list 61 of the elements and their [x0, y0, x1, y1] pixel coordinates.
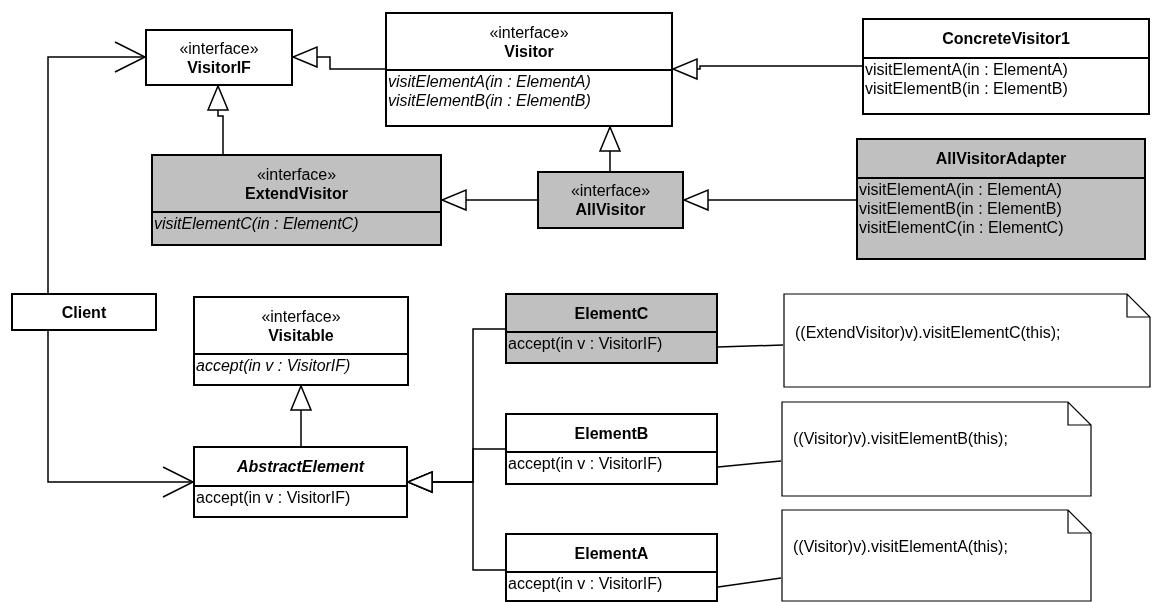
arrow	[599, 126, 621, 172]
class-name: AbstractElement	[236, 457, 365, 476]
note-connector	[717, 344, 784, 348]
arrow	[207, 85, 229, 155]
class-box	[193, 446, 408, 518]
stereotype-label: «interface»	[261, 306, 341, 326]
note-connector	[717, 577, 782, 588]
note-connector	[717, 460, 782, 468]
stereotype-label: «interface»	[489, 22, 569, 42]
method-signature: accept(in v : VisitorIF)	[508, 334, 664, 353]
class-box	[505, 293, 718, 364]
class-name: ElementA	[574, 543, 649, 563]
stereotype-label: «interface»	[570, 181, 651, 200]
note-box	[781, 401, 1092, 497]
method-signature: visitElementB(in : ElementB)	[859, 199, 1063, 218]
arrow	[441, 189, 538, 211]
class-box	[856, 138, 1146, 260]
class-box	[145, 29, 293, 86]
arrow	[292, 46, 386, 70]
arrow	[47, 41, 146, 294]
class-box	[505, 413, 718, 485]
class-name: Client	[61, 302, 107, 322]
method-signature: accept(in v : VisitorIF)	[508, 454, 664, 473]
method-signature: visitElementA(in : ElementA)	[865, 60, 1069, 79]
class-name: AllVisitor	[575, 200, 646, 219]
class-box	[537, 171, 684, 229]
note-box	[783, 293, 1151, 388]
note-text: ((Visitor)v).visitElementB(this);	[793, 429, 1008, 448]
note-text: ((ExtendVisitor)v).visitElementC(this);	[795, 323, 1061, 342]
method-signature: accept(in v : VisitorIF)	[196, 488, 352, 507]
method-signature: visitElementA(in : ElementA)	[388, 72, 592, 91]
class-box	[385, 12, 673, 127]
method-signature: visitElementC(in : ElementC)	[154, 214, 360, 233]
arrow	[683, 189, 857, 211]
class-name: VisitorIF	[187, 57, 251, 77]
stereotype-label: «interface»	[179, 38, 259, 58]
class-name: ExtendVisitor	[245, 183, 348, 203]
class-box	[862, 18, 1150, 115]
class-box	[151, 154, 442, 246]
class-box	[11, 293, 157, 331]
method-signature: visitElementB(in : ElementB)	[388, 91, 592, 110]
method-signature: accept(in v : VisitorIF)	[196, 356, 352, 375]
class-box	[505, 533, 718, 602]
method-signature: visitElementC(in : ElementC)	[859, 218, 1065, 237]
note-box	[781, 509, 1092, 602]
arrow	[672, 58, 863, 80]
method-signature: visitElementB(in : ElementB)	[865, 79, 1069, 98]
method-signature: visitElementA(in : ElementA)	[859, 180, 1063, 199]
arrow	[290, 385, 312, 447]
arrow	[47, 330, 194, 498]
class-name: AllVisitorAdapter	[935, 149, 1067, 168]
class-name: Visitable	[268, 325, 334, 345]
method-signature: accept(in v : VisitorIF)	[508, 574, 664, 593]
class-box	[193, 296, 409, 386]
arrow	[407, 471, 506, 571]
class-name: ElementB	[574, 423, 649, 443]
class-name: ConcreteVisitor1	[942, 29, 1070, 48]
note-text: ((Visitor)v).visitElementA(this);	[793, 537, 1008, 556]
class-name: Visitor	[504, 41, 554, 61]
class-name: ElementC	[574, 303, 649, 323]
stereotype-label: «interface»	[256, 164, 337, 184]
